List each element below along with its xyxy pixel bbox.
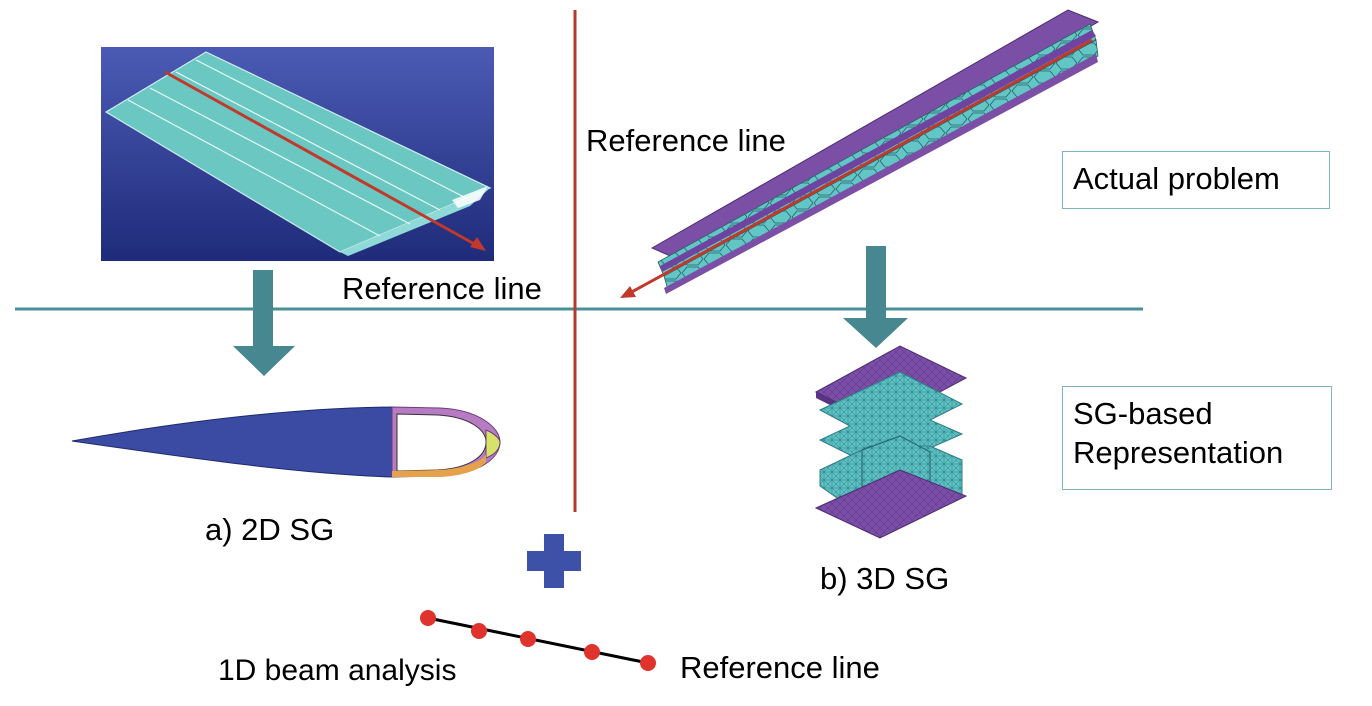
down-arrow-right bbox=[843, 246, 908, 348]
beam-node bbox=[520, 631, 536, 647]
unit-cell-3d-sg bbox=[814, 345, 968, 539]
beam-node bbox=[584, 644, 600, 660]
airfoil-bottom-skin bbox=[392, 454, 486, 477]
beam-reference-arrow bbox=[620, 38, 1093, 298]
wing-trailing-face bbox=[340, 188, 490, 256]
reference-line-label-top: Reference line bbox=[586, 123, 786, 158]
down-arrow-left bbox=[233, 270, 295, 376]
beam-middle-skin bbox=[660, 30, 1096, 272]
plus-icon bbox=[527, 534, 581, 588]
beam-bottom-skin bbox=[664, 54, 1098, 294]
wing-3d-model bbox=[101, 47, 494, 261]
wing-stringer-lines bbox=[127, 59, 467, 237]
wing-reference-arrow bbox=[164, 70, 486, 251]
wing-cross-section-opening bbox=[452, 186, 488, 208]
beam-node bbox=[640, 655, 656, 671]
beam-node bbox=[420, 610, 436, 626]
sg-2d-label: a) 2D SG bbox=[205, 512, 335, 547]
beam-1d-label: 1D beam analysis bbox=[218, 654, 457, 687]
actual-problem-text: Actual problem bbox=[1073, 161, 1280, 196]
reference-line-label-bottom: Reference line bbox=[680, 650, 880, 685]
airfoil-body bbox=[71, 406, 393, 478]
unit-cell-bottom-plate bbox=[814, 469, 968, 539]
reference-line-label-middle: Reference line bbox=[342, 271, 542, 306]
beam-3d-model bbox=[620, 9, 1100, 298]
airfoil-2d-section bbox=[71, 406, 501, 478]
beam-node bbox=[471, 623, 487, 639]
beam-1d-line bbox=[420, 610, 656, 671]
beam-core-lower bbox=[663, 39, 1099, 291]
actual-problem-box: Actual problem bbox=[1062, 151, 1330, 209]
airfoil-nose-cap bbox=[485, 429, 501, 459]
representation-text: Representation bbox=[1073, 434, 1284, 470]
sg-representation-box: SG-based Representation bbox=[1062, 386, 1332, 490]
sg-3d-label: b) 3D SG bbox=[820, 561, 950, 596]
sg-based-text: SG-based bbox=[1073, 396, 1213, 431]
